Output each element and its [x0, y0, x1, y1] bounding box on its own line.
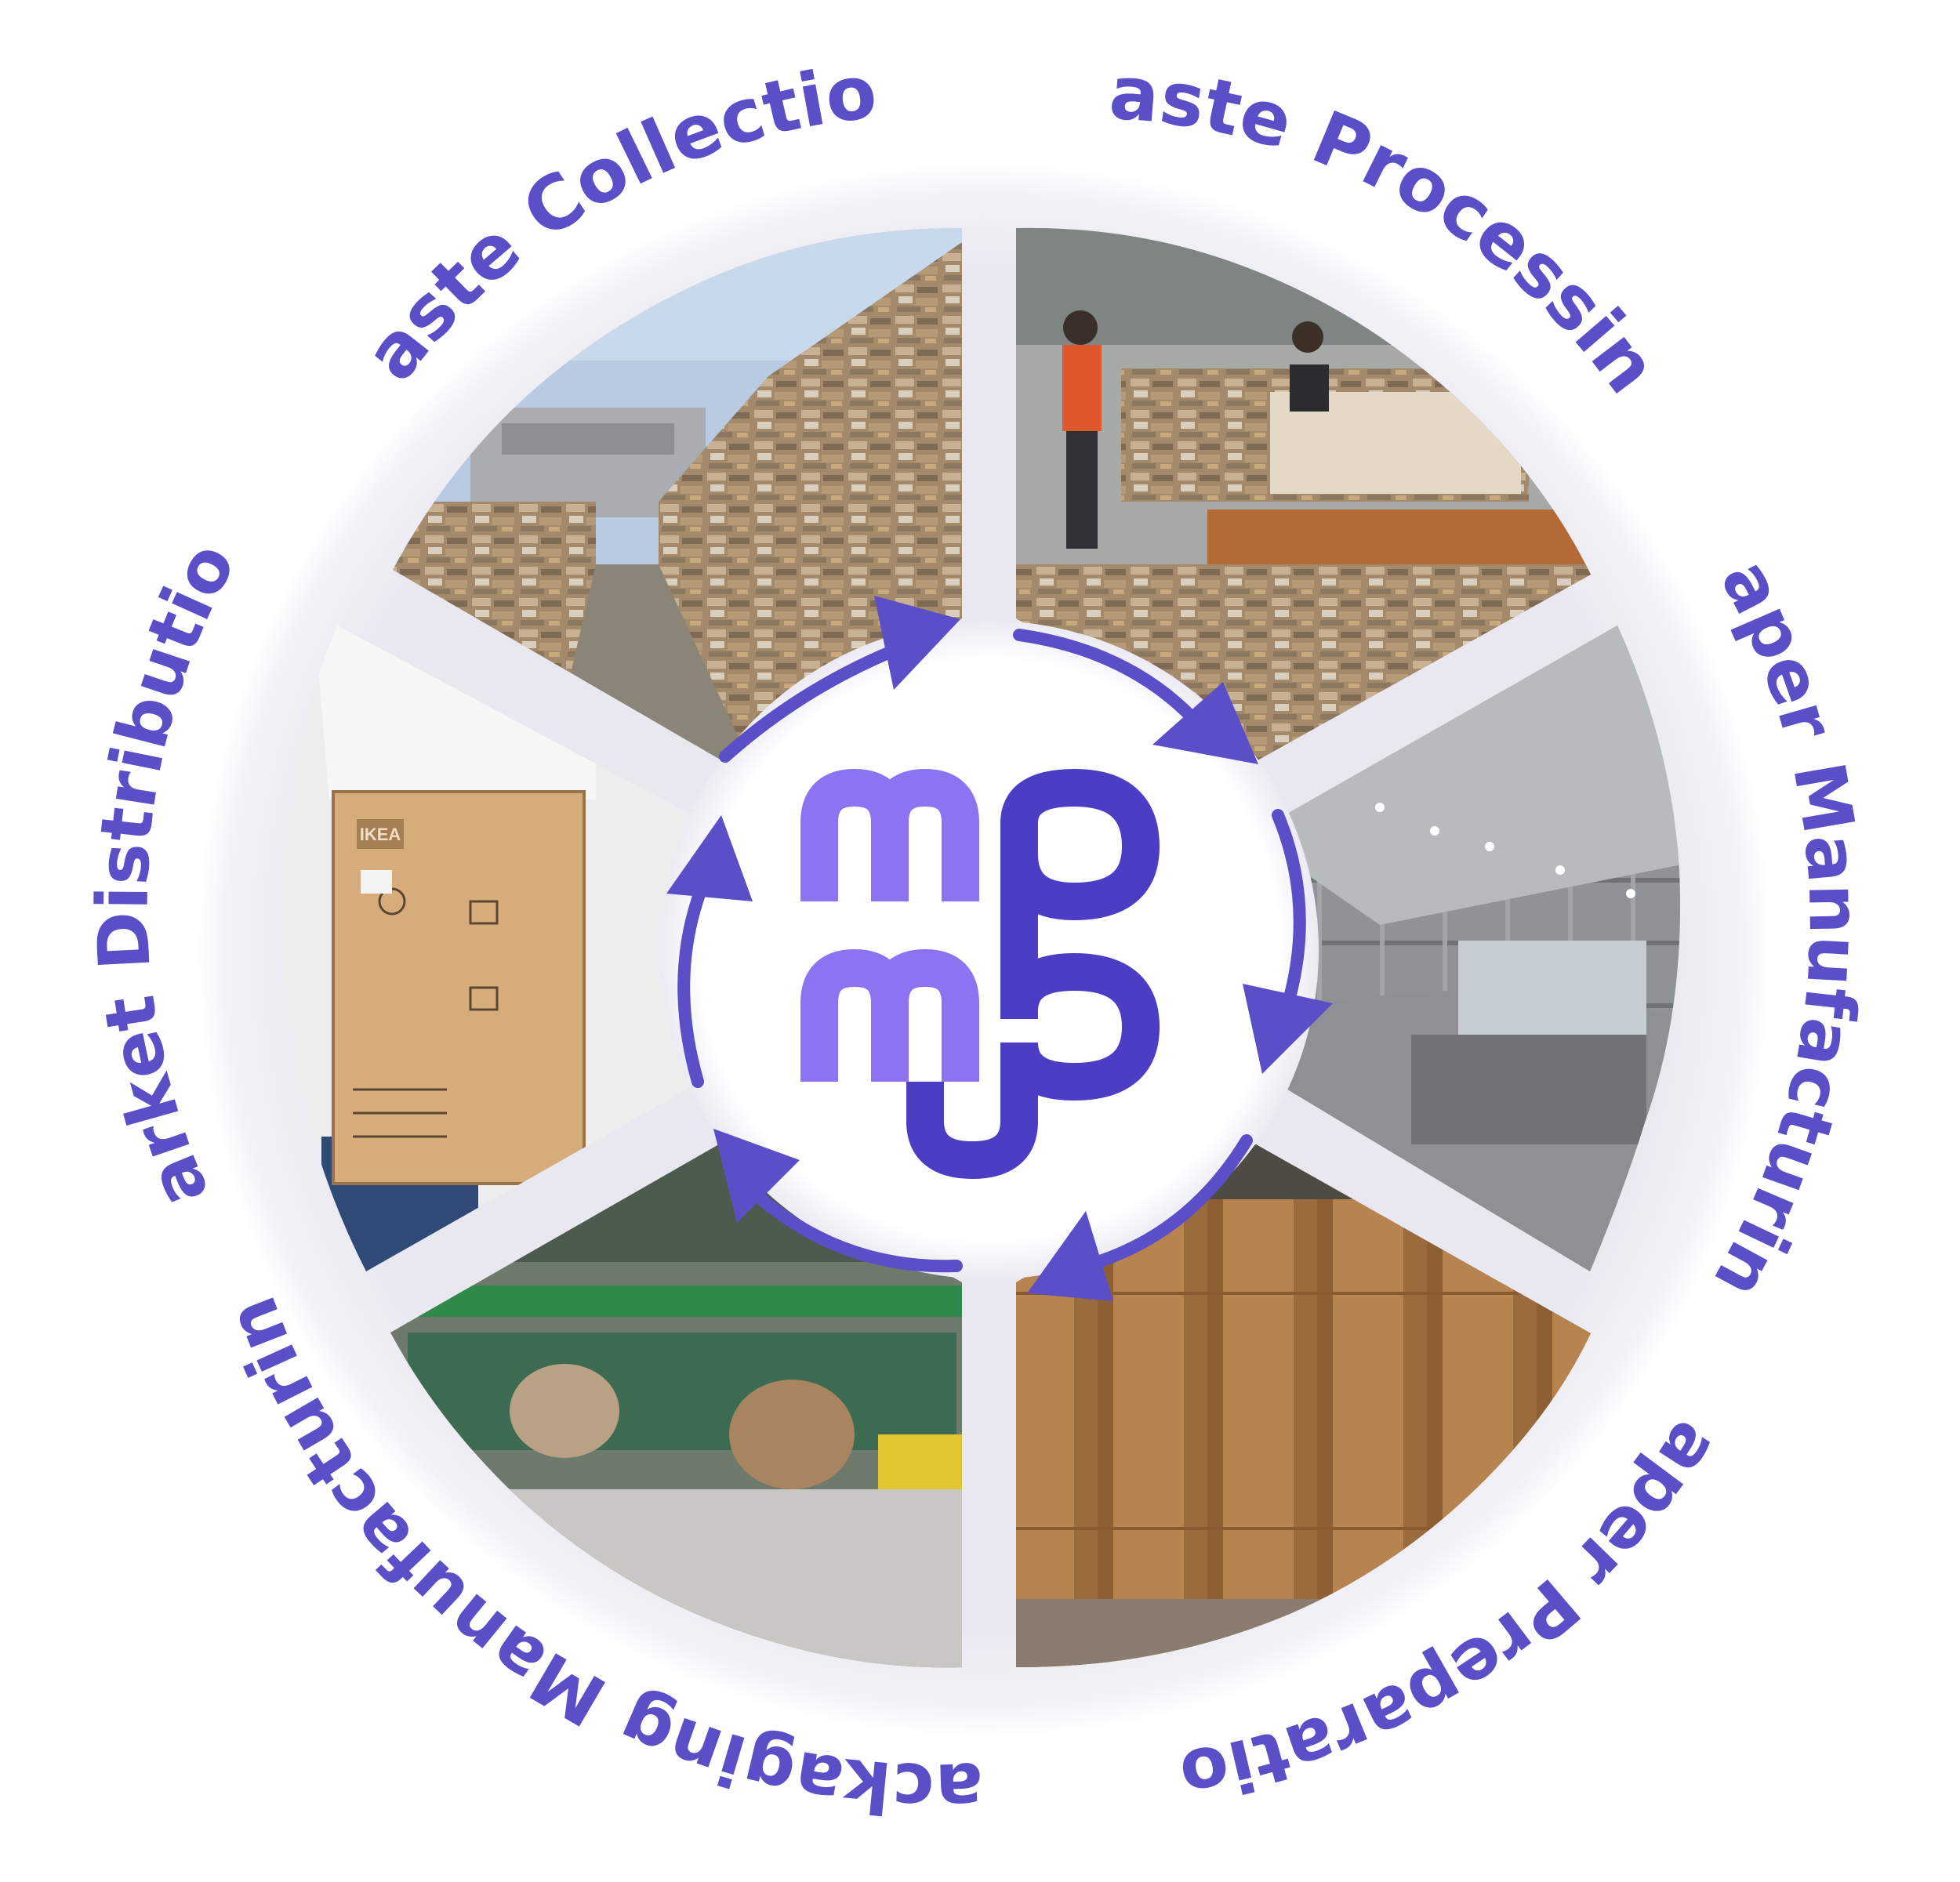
arrow-paper-mfg-to-preparation [1272, 809, 1306, 1017]
arrow-processing-to-paper-mfg [1013, 629, 1202, 727]
mp-logo [800, 768, 1160, 1180]
arrow-head-6 [666, 815, 753, 901]
ikea-box-logo: IKEA [360, 825, 401, 844]
arrow-preparation-to-packaging [1091, 1134, 1253, 1268]
arrow-collection-to-processing [719, 644, 900, 763]
cycle-arrows [677, 629, 1306, 1273]
arrow-head-2 [1152, 682, 1258, 764]
arrow-distribution-to-collection [677, 872, 712, 1088]
arrow-head-4 [1027, 1211, 1113, 1301]
arrow-heads [666, 596, 1333, 1301]
arrow-head-1 [874, 596, 960, 690]
arrow-head-5 [713, 1129, 800, 1223]
arrow-packaging-to-distribution [746, 1185, 963, 1273]
arrow-head-3 [1243, 984, 1333, 1074]
